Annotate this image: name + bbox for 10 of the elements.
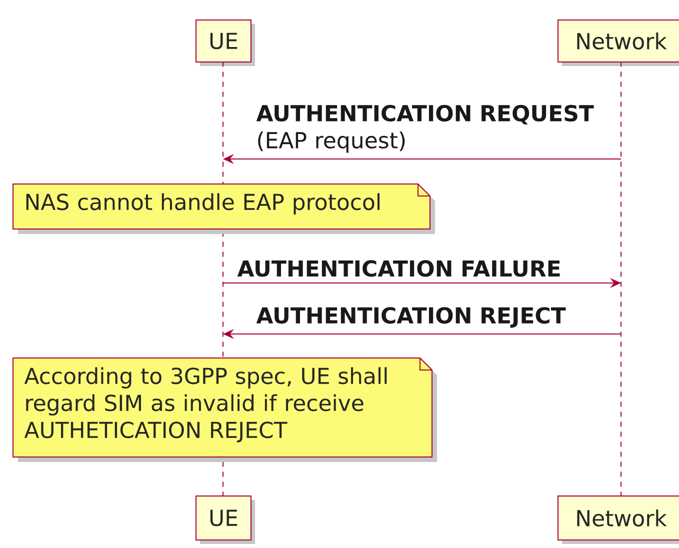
note-box: According to 3GPP spec, UE shall regard SIM as invalid if receive AUTHETICATION REJECT bbox=[12, 358, 437, 462]
note-box: NAS cannot handle EAP protocol bbox=[12, 184, 435, 234]
message-label: AUTHENTICATION REQUEST (EAP request) bbox=[256, 104, 594, 153]
participant-box: UE bbox=[196, 496, 255, 544]
participant-box: Network bbox=[558, 496, 679, 544]
message-label: AUTHENTICATION REJECT bbox=[256, 307, 566, 328]
participant-box: UE bbox=[196, 20, 255, 66]
lifeline bbox=[620, 61, 622, 497]
message-label: AUTHENTICATION FAILURE bbox=[237, 260, 560, 277]
participant-box: Network bbox=[558, 20, 679, 66]
